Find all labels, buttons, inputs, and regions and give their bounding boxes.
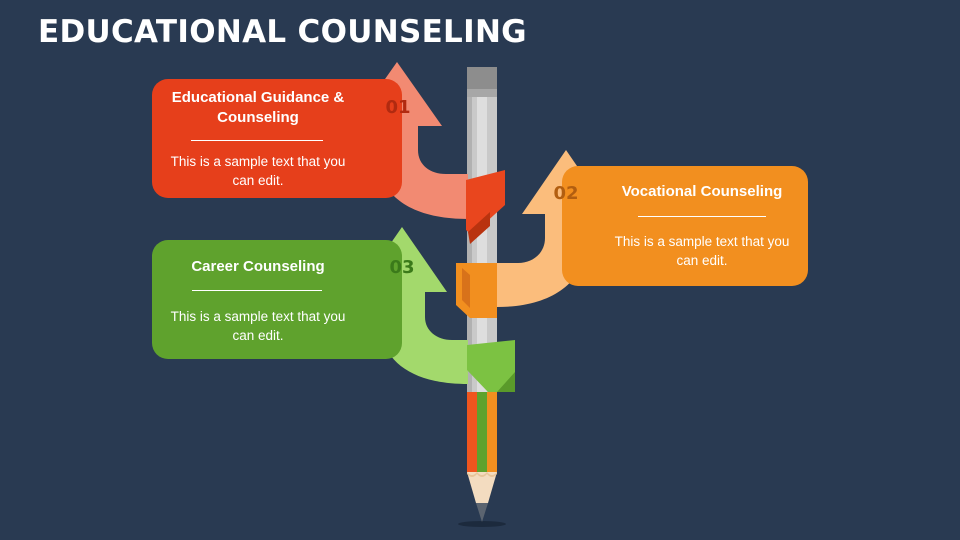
card-heading: Career Counseling <box>191 258 325 275</box>
card-text: This is a sample text that you can edit. <box>614 234 790 268</box>
step-number-02: 02 <box>553 183 579 204</box>
card-heading: Vocational Counseling <box>621 183 783 200</box>
card-vocational-counseling: Vocational Counseling This is a sample t… <box>562 166 808 286</box>
divider <box>191 140 323 141</box>
ribbon-green-fold <box>488 372 515 392</box>
ribbon-orange-fold <box>462 268 470 308</box>
divider <box>638 216 766 217</box>
ribbon-green <box>467 340 515 392</box>
ribbon-red-fold <box>468 212 490 244</box>
card-heading: Educational Guidance & Counseling <box>171 89 345 126</box>
page-title: EDUCATIONAL COUNSELING <box>38 14 527 50</box>
card-career-counseling: Career Counseling This is a sample text … <box>152 240 402 359</box>
step-number-03: 03 <box>389 257 415 278</box>
divider <box>192 290 322 291</box>
card-educational-guidance: Educational Guidance & Counseling This i… <box>152 79 402 198</box>
card-text: This is a sample text that you can edit. <box>170 309 346 343</box>
ribbon-red <box>466 170 505 235</box>
pencil-shadow <box>458 521 506 527</box>
card-text: This is a sample text that you can edit. <box>170 154 346 188</box>
step-number-01: 01 <box>385 97 411 118</box>
